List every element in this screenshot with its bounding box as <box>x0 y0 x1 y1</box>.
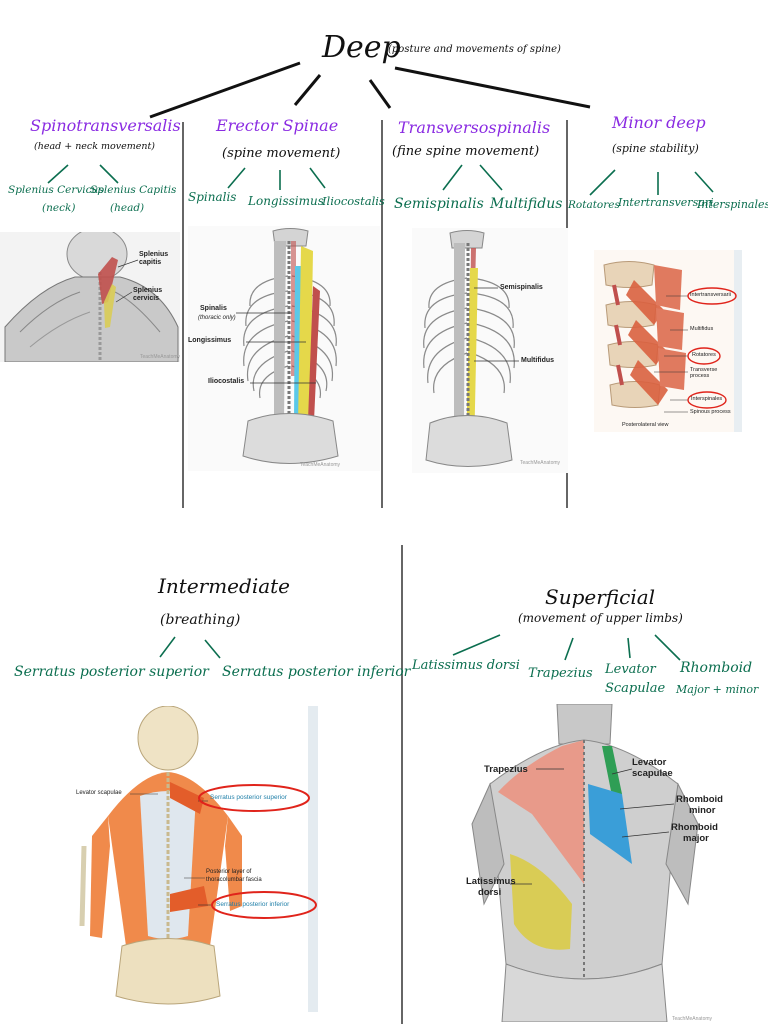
label-latissimus-2: dorsi <box>478 887 502 898</box>
deep-subtitle: (posture and movements of spine) <box>388 44 561 55</box>
muscle-levator: Levator <box>605 662 656 677</box>
superficial-heading: Superficial <box>545 585 656 609</box>
muscle-scapulae: Scapulae <box>605 681 666 696</box>
muscle-iliocostalis: Iliocostalis <box>322 194 385 208</box>
label-spinalis-note: (thoracic only) <box>198 315 236 321</box>
muscle-intertransversari: Intertransversari <box>618 196 714 209</box>
watermark: TeachMeAnatomy <box>520 460 561 466</box>
label-iliocostalis: Iliocostalis <box>208 378 245 385</box>
label-levator-2: scapulae <box>632 768 673 779</box>
deep-title: Deep <box>322 30 401 65</box>
label-posterolateral-view: Posterolateral view <box>622 422 669 428</box>
label-rhomboid-minor-2: minor <box>689 805 716 816</box>
muscle-splenius-cervicus: Splenius Cervicus <box>8 184 104 196</box>
muscle-longissimus: Longissimus <box>248 194 324 208</box>
watermark: TeachMeAnatomy <box>300 462 341 468</box>
minor-deep-function: (spine stability) <box>612 142 699 155</box>
label-spinous-process: Spinous process <box>690 409 731 415</box>
muscle-multifidus: Multifidus <box>490 196 563 212</box>
intermediate-function: (breathing) <box>160 612 241 628</box>
label-rhomboid-major-2: major <box>683 833 709 844</box>
muscle-splenius-capitis: Splenius Capitis <box>90 184 177 196</box>
superficial-function: (movement of upper limbs) <box>518 611 683 625</box>
muscle-splenius-capitis-note: (head) <box>110 202 145 214</box>
muscle-semispinalis: Semispinalis <box>394 196 484 212</box>
label-trapezius: Trapezius <box>484 764 528 775</box>
label-splenius-cervicis: Splenius cervicis <box>133 287 163 302</box>
label-serratus-posterior-inferior: Serratus posterior inferior <box>216 901 290 908</box>
label-longissimus: Longissimus <box>188 337 232 344</box>
erector-spinae-heading: Erector Spinae <box>216 116 339 135</box>
transversospinalis-figure: Semispinalis Multifidus TeachMeAnatomy <box>412 228 568 473</box>
muscle-rhomboid-major-minor: Major + minor <box>676 683 759 696</box>
muscle-trapezius: Trapezius <box>528 666 593 681</box>
label-spinalis: Spinalis <box>200 305 227 312</box>
label-multifidus: Multifidus <box>521 357 555 364</box>
label-thoracolumbar-1: Posterior layer of <box>206 869 252 875</box>
spinotransversalis-function: (head + neck movement) <box>34 141 156 152</box>
splenius-figure: Splenius capitis Splenius cervicis Teach… <box>0 232 180 362</box>
muscle-serratus-posterior-inferior: Serratus posterior inferior <box>222 664 411 680</box>
label-latissimus-1: Latissimus <box>466 876 516 887</box>
label-rotatores: Rotatores <box>692 352 716 358</box>
muscle-rhomboid: Rhomboid <box>680 660 753 676</box>
label-rhomboid-minor-1: Rhomboid <box>676 794 723 805</box>
intermediate-figure: Levator scapulae Serratus posterior supe… <box>70 706 318 1012</box>
label-splenius-capitis: Splenius capitis <box>139 251 169 266</box>
transversospinalis-function: (fine spine movement) <box>392 144 540 159</box>
muscle-splenius-cervicus-note: (neck) <box>42 202 76 214</box>
spinotransversalis-heading: Spinotransversalis <box>30 116 181 135</box>
label-levator-1: Levator <box>632 757 667 768</box>
erector-spinae-function: (spine movement) <box>222 146 341 161</box>
intermediate-heading: Intermediate <box>158 574 291 598</box>
muscle-interspinales: Interspinales <box>697 198 768 211</box>
watermark: TeachMeAnatomy <box>140 354 180 360</box>
label-transverse-process: Transverse process <box>690 367 718 379</box>
minor-deep-heading: Minor deep <box>612 113 706 132</box>
muscle-latissimus-dorsi: Latissimus dorsi <box>412 658 520 673</box>
label-intertransversarii: Intertransversarii <box>690 292 731 298</box>
label-levator-scapulae-int: Levator scapulae <box>76 790 122 796</box>
watermark: TeachMeAnatomy <box>672 1016 713 1022</box>
muscle-serratus-posterior-superior: Serratus posterior superior <box>14 664 209 680</box>
label-serratus-posterior-superior: Serratus posterior superior <box>210 794 287 801</box>
minor-deep-figure: Intertransversarii Multifidus Rotatores … <box>594 250 742 432</box>
label-semispinalis: Semispinalis <box>500 284 543 291</box>
label-thoracolumbar-2: thoracolumbar fascia <box>206 877 262 883</box>
erector-spinae-figure: Spinalis (thoracic only) Longissimus Ili… <box>188 226 380 471</box>
superficial-figure: Trapezius Levator scapulae Rhomboid mino… <box>462 704 724 1022</box>
transversospinalis-heading: Transversospinalis <box>398 118 551 137</box>
label-multifidus-minor: Multifidus <box>690 326 714 332</box>
label-interspinales: Interspinales <box>691 396 723 402</box>
label-rhomboid-major-1: Rhomboid <box>671 822 718 833</box>
muscle-rotatores: Rotatores <box>568 199 620 211</box>
muscle-spinalis: Spinalis <box>188 190 237 204</box>
